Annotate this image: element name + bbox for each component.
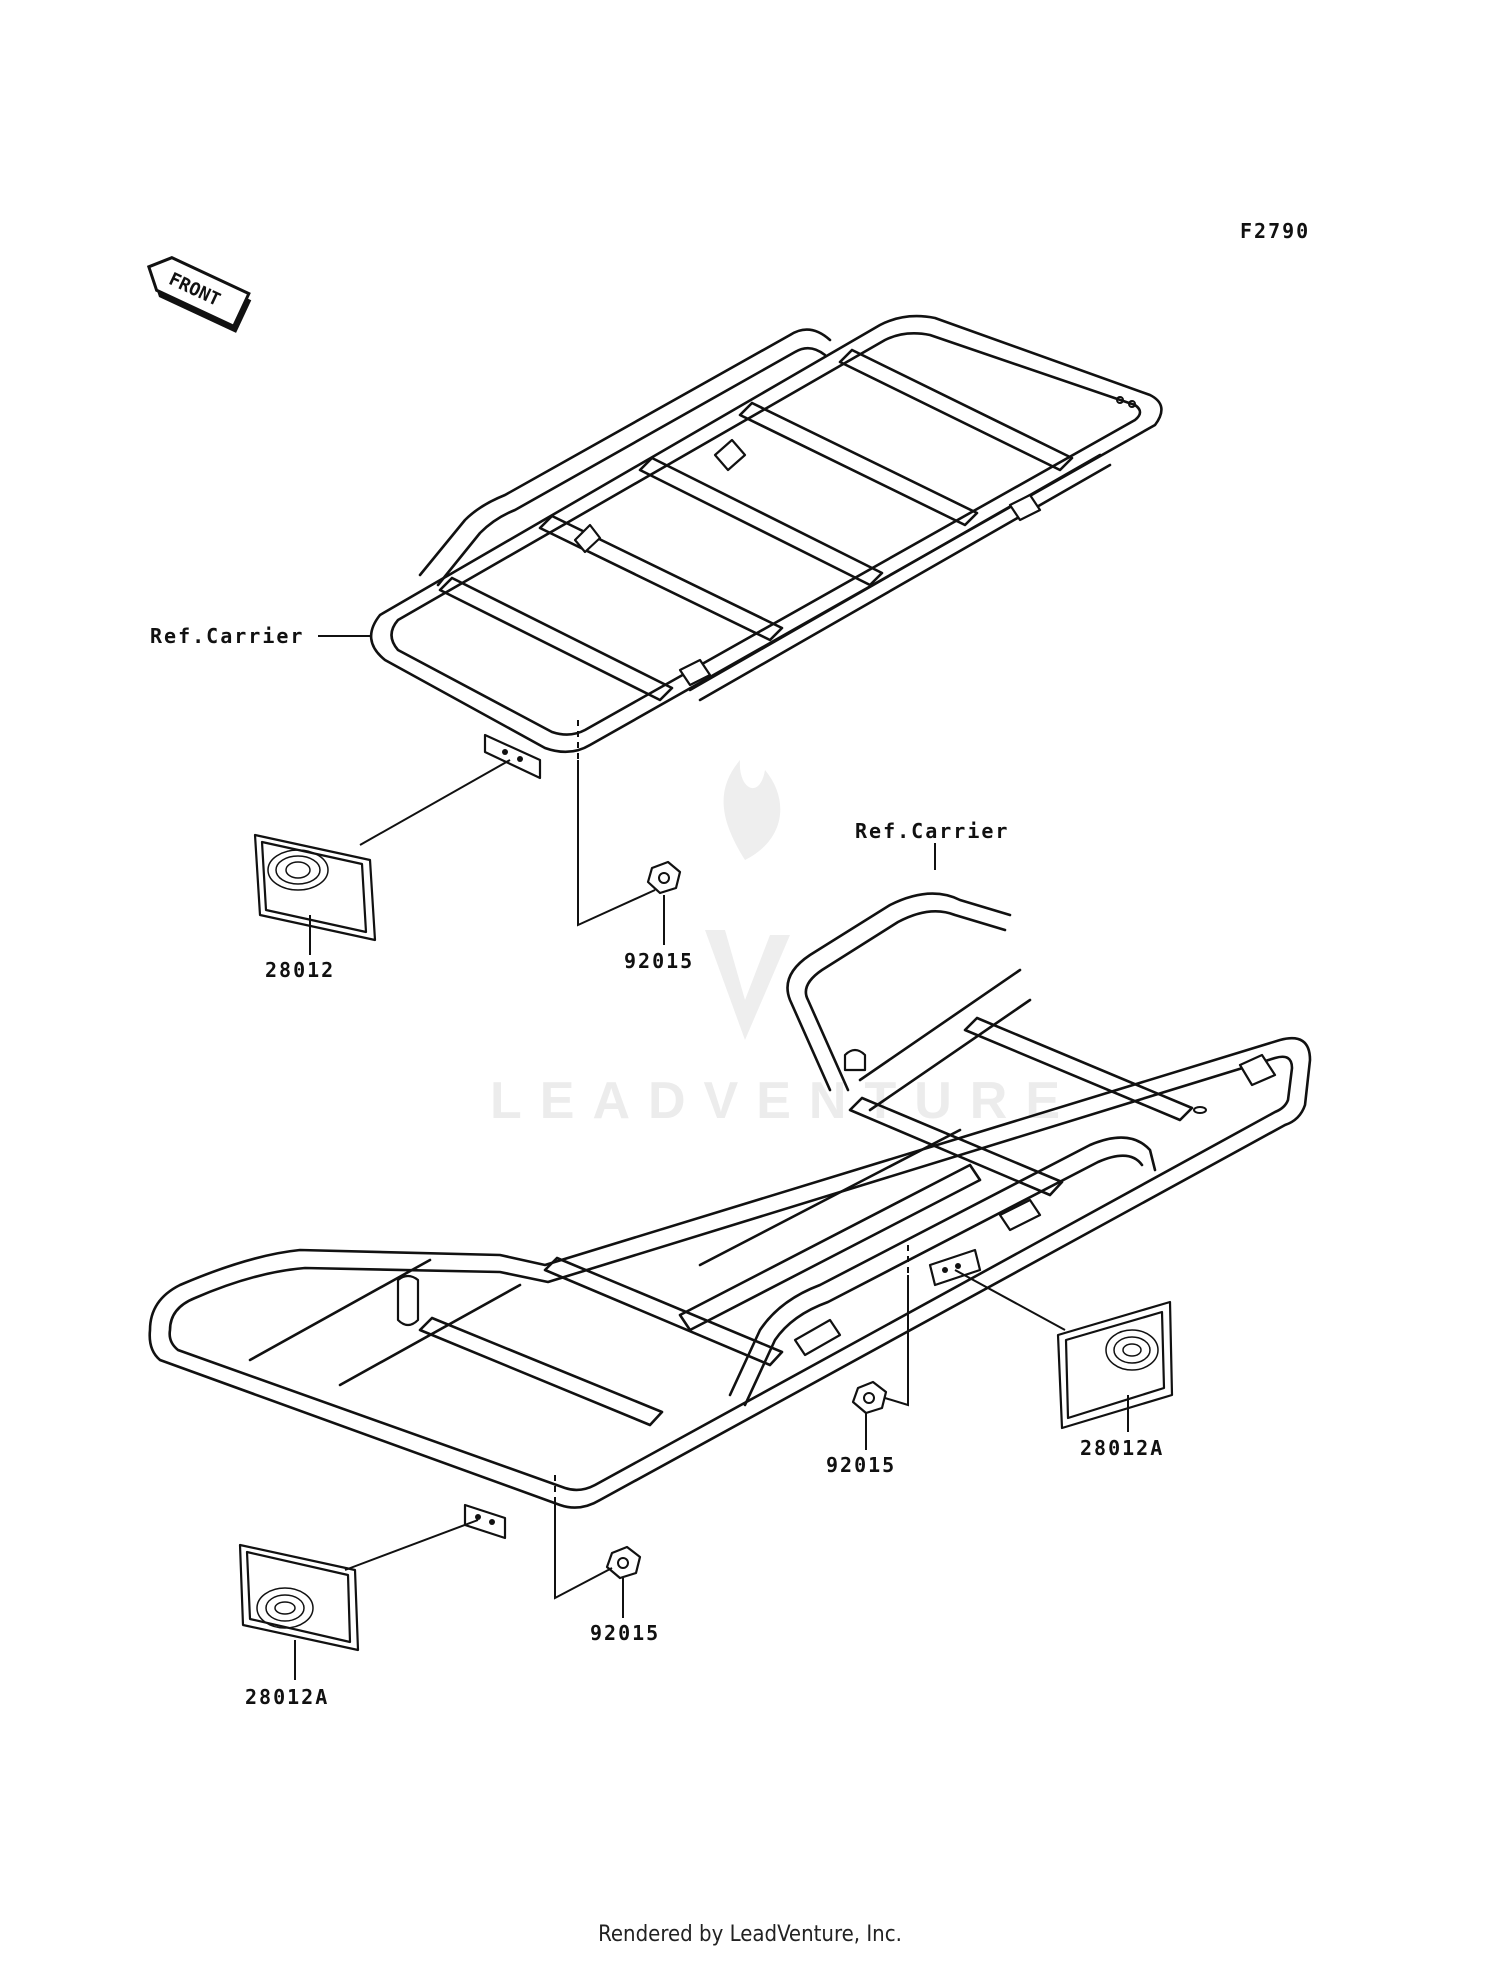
label-ref-carrier-front: Ref.Carrier [150, 624, 304, 648]
nut-92015-rear-right [851, 1380, 888, 1415]
watermark-text: LEADVENTURE [490, 1072, 1078, 1130]
leader-92015-rear-left [554, 1500, 613, 1600]
front-arrow-icon: FRONT [146, 256, 252, 333]
leader-92015-rear-right [884, 1275, 909, 1407]
nut-92015-rear-left [605, 1545, 642, 1580]
leader-28012-to-bracket [359, 759, 511, 846]
label-part-92015-rear-left: 92015 [590, 1621, 660, 1645]
reflector-pattern-icon [256, 1587, 314, 1629]
front-carrier-crossbars [438, 348, 1074, 702]
reflector-28012A-right [1056, 1300, 1174, 1430]
reflector-pattern-icon [1105, 1329, 1159, 1371]
rear-left-reflector-bracket [463, 1503, 507, 1540]
nut-92015-front [646, 860, 682, 895]
leader-92015-front [577, 760, 656, 927]
leader-28012A-left-bracket [344, 1519, 479, 1571]
rear-carrier [148, 892, 1312, 1540]
watermark: LEADVENTURE [490, 760, 1078, 1130]
front-carrier [369, 314, 1163, 780]
label-part-92015-front: 92015 [624, 949, 694, 973]
leader-28012A-right-bracket [954, 1269, 1066, 1331]
label-part-28012: 28012 [265, 958, 335, 982]
label-part-92015-rear-right: 92015 [826, 1453, 896, 1477]
footer-credit: Rendered by LeadVenture, Inc. [598, 1922, 902, 1947]
reflector-pattern-icon [267, 849, 329, 891]
rear-carrier-crossbars [248, 968, 1194, 1427]
label-ref-carrier-rear: Ref.Carrier [855, 819, 1009, 843]
front-reflector-bracket [483, 733, 542, 780]
rear-right-reflector-bracket [928, 1248, 982, 1287]
reflector-28012A-left [238, 1543, 360, 1652]
label-part-28012A-left: 28012A [245, 1685, 329, 1709]
figure-code: F2790 [1240, 219, 1310, 243]
label-part-28012A-right: 28012A [1080, 1436, 1164, 1460]
reflector-28012 [253, 833, 377, 942]
watermark-flame-logo [705, 760, 790, 1040]
